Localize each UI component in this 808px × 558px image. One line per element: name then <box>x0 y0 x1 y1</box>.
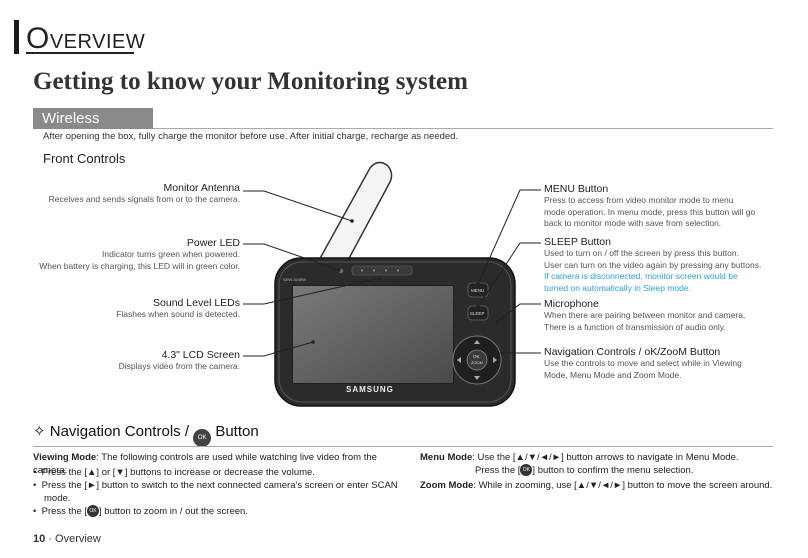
monitor-antenna <box>316 161 393 265</box>
callout-sound-level-leds: Sound Level LEDs Flashes when sound is d… <box>116 297 240 319</box>
viewing-bullet-2: • Press the [►] button to switch to the … <box>33 480 398 504</box>
section-tag: Wireless Monitor <box>33 108 153 148</box>
nav-section-rule <box>33 446 773 447</box>
callout-monitor-antenna: Monitor Antenna Receives and sends signa… <box>48 182 240 204</box>
callout-microphone: Microphone When there are pairing betwee… <box>544 298 746 332</box>
sound-level-leds <box>351 265 413 276</box>
model-label: SEW-3040W <box>283 277 307 282</box>
zoom-mode-text: Zoom Mode: While in zooming, use [▲/▼/◄/… <box>420 480 773 491</box>
callout-power-led: Power LED Indicator turns green when pow… <box>39 237 240 271</box>
menu-mode-text: Menu Mode: Use the [▲/▼/◄/►] button arro… <box>420 452 739 463</box>
menu-mode-text-2: Press the [OK] button to confirm the men… <box>475 464 694 477</box>
intro-text: After opening the box, fully charge the … <box>43 131 459 142</box>
nav-section-heading: ✧ Navigation Controls / OK Button <box>33 422 259 447</box>
page-footer: 10 · Overview <box>33 533 101 545</box>
zoom-label: ZOOM <box>471 360 483 365</box>
callout-sleep-button: SLEEP Button Used to turn on / off the s… <box>544 236 762 293</box>
page-heading: Getting to know your Monitoring system <box>33 68 468 95</box>
ok-label: OK <box>473 354 480 359</box>
viewing-mode-text: Viewing Mode: The following controls are… <box>33 452 377 476</box>
viewing-bullet-3: • Press the [OK] button to zoom in / out… <box>33 505 248 518</box>
callout-lcd-screen: 4.3" LCD Screen Displays video from the … <box>118 349 240 371</box>
ok-button-icon: OK <box>520 464 533 477</box>
ok-zoom-button <box>466 349 488 371</box>
page-section-title: OVERVIEW <box>26 22 146 55</box>
header-underline <box>26 52 134 54</box>
star-icon: ✧ <box>33 423 46 440</box>
sleep-button-label: SLEEP <box>470 311 485 316</box>
callout-navigation-controls: Navigation Controls / oK/ZooM Button Use… <box>544 346 742 380</box>
menu-button-label: MENU <box>471 288 485 293</box>
front-controls-heading: Front Controls <box>43 151 126 166</box>
viewing-bullet-1: • Press the [▲] or [▼] buttons to increa… <box>33 467 315 478</box>
callout-menu-button: MENU Button Press to access from video m… <box>544 183 756 228</box>
header-bar <box>14 20 19 54</box>
ok-button-icon: OK <box>193 429 212 447</box>
brand-logo: SAMSUNG <box>346 385 394 394</box>
ok-button-icon: OK <box>87 505 100 518</box>
section-rule <box>153 128 773 129</box>
